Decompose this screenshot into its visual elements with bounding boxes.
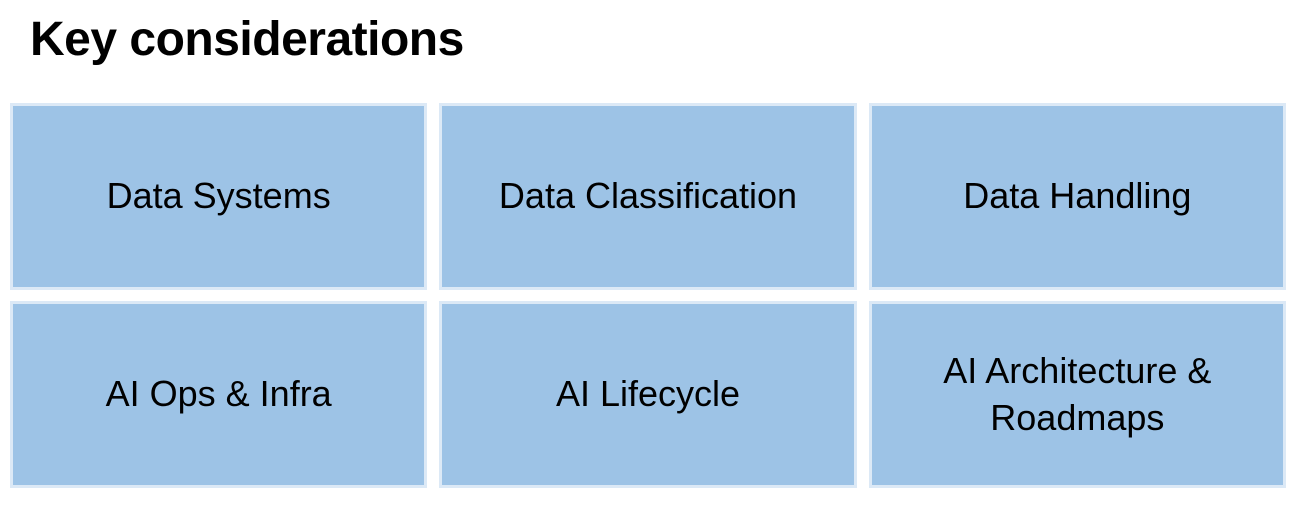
box-label: Data Systems [106,175,331,217]
page-title: Key considerations [30,13,464,66]
box-label: AI Ops & Infra [105,373,332,415]
box-label: Data Classification [498,175,798,217]
box-ai-architecture-roadmaps: AI Architecture & Roadmaps [868,301,1286,488]
box-label: AI Architecture & Roadmaps [943,349,1212,438]
box-data-handling: Data Handling [868,103,1286,290]
considerations-grid: Data Systems Data Classification Data Ha… [10,103,1286,488]
box-data-classification: Data Classification [439,103,857,290]
box-ai-ops-infra: AI Ops & Infra [10,301,428,488]
box-data-systems: Data Systems [10,103,428,290]
box-ai-lifecycle: AI Lifecycle [439,301,857,488]
box-label: Data Handling [963,175,1192,217]
box-label: AI Lifecycle [555,373,741,415]
